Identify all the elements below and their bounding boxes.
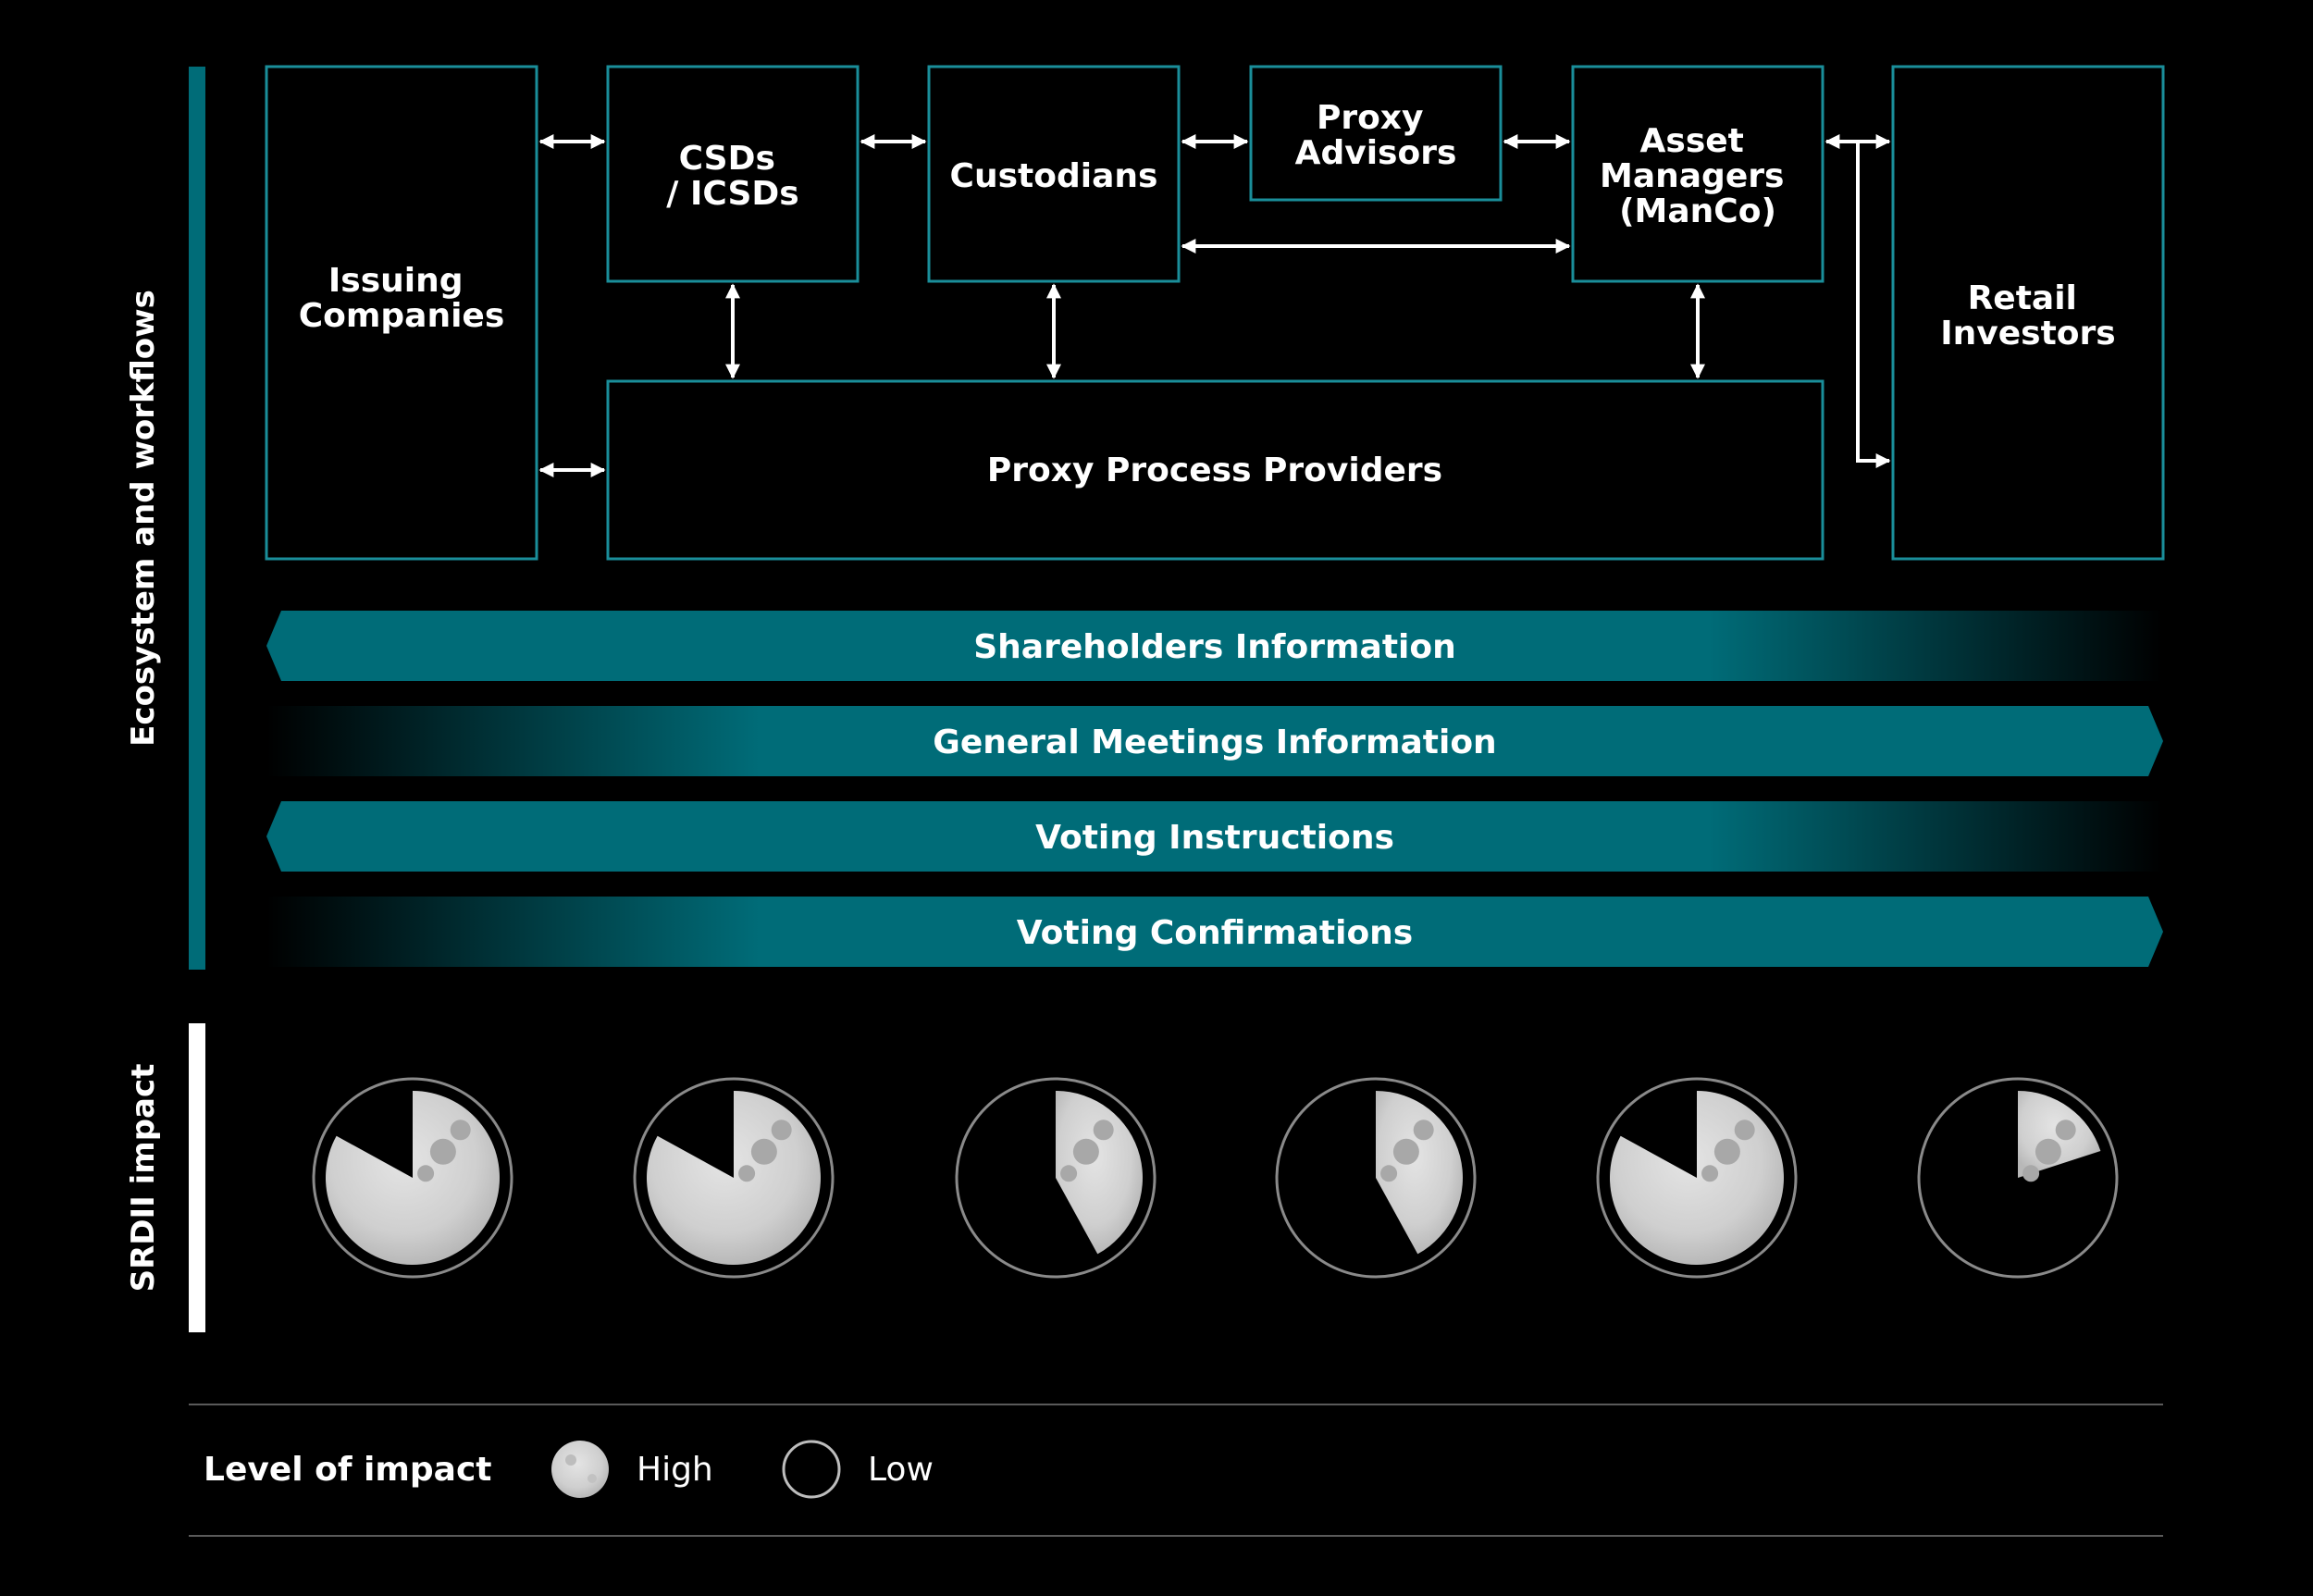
impact-moon-fill-1 [326,1091,500,1265]
flow-band-2 [266,706,2163,776]
svg-text:Custodians: Custodians [950,157,1158,195]
flow-band-label-2: General Meetings Information [933,724,1496,761]
moon-crater-2-1 [750,1138,777,1165]
svg-text:Retail Investors: Retail Investors [1940,279,2115,353]
impact-moon-3 [955,1077,1156,1279]
node-proxy-process-label: Proxy Process Providers [987,452,1442,489]
node-retail-investors: Retail Investors [1891,65,2165,561]
flow-band-1 [266,611,2163,681]
svg-text:Asset Managers (Ma: Asset Managers (ManCo) [1600,122,1796,230]
moon-crater-6-2 [2055,1120,2076,1141]
flow-band-3 [266,801,2163,872]
node-csds: CSDs / ICSDs [606,65,860,283]
flow-band-label-4: Voting Confirmations [1017,914,1413,952]
impact-moon-4 [1275,1077,1477,1279]
moon-crater-5-2 [1734,1120,1755,1141]
impact-section-label: SRDII impact [125,1064,162,1293]
node-proxy-process-providers: Proxy Process Providers [606,379,1824,561]
node-asset-managers-line3: (ManCo) [1619,192,1776,230]
impact-moon-2 [633,1077,835,1279]
node-custodians-label: Custodians [950,157,1158,195]
legend-title: Level of impact [204,1451,492,1489]
moon-crater-5-1 [1713,1138,1740,1165]
impact-moon-5 [1596,1077,1798,1279]
impact-moon-6 [1917,1077,2119,1279]
flow-band-4 [266,897,2163,967]
moon-crater-3-1 [1072,1138,1099,1165]
ecosystem-section-label: Ecosystem and workflows [125,290,162,747]
node-csds-line1: CSDs [679,140,775,178]
arrow-asset-managers-retail-elbow [1856,142,1891,468]
node-asset-managers-line1: Asset [1640,122,1744,160]
node-asset-managers: Asset Managers (ManCo) [1571,65,1824,283]
node-asset-managers-line2: Managers [1600,157,1784,195]
moon-crater-6-3 [2022,1165,2040,1182]
impact-moon-fill-4 [1376,1091,1463,1255]
node-issuing-line2: Companies [299,297,505,335]
impact-moons [312,1077,2119,1279]
node-proxy-advisors-line2: Advisors [1295,134,1457,172]
connectors [538,134,1891,477]
moon-crater-4-2 [1413,1120,1434,1141]
moon-crater-3-3 [1060,1165,1078,1182]
node-proxy-advisors-line1: Proxy [1317,99,1424,137]
moon-crater-2-2 [771,1120,792,1141]
impact-sidebar-bar [189,1023,205,1332]
svg-text:Issuing Companies: Issuing Companies [299,262,505,335]
legend-high-label: High [637,1451,713,1489]
impact-moon-fill-3 [1056,1091,1143,1255]
node-retail-line1: Retail [1968,279,2077,317]
moon-crater-6-1 [2035,1138,2061,1165]
moon-crater-1-2 [450,1120,471,1141]
moon-crater-1-3 [417,1165,435,1182]
flow-band-label-3: Voting Instructions [1035,819,1394,857]
impact-moon-fill-2 [647,1091,821,1265]
moon-crater-4-1 [1392,1138,1419,1165]
legend-low-label: Low [868,1451,934,1489]
moon-full-icon [551,1441,609,1498]
flow-band-label-1: Shareholders Information [973,628,1456,666]
moon-crater-2-3 [738,1165,756,1182]
impact-moon-1 [312,1077,513,1279]
moon-empty-icon [782,1440,841,1499]
moon-crater-1-1 [429,1138,456,1165]
svg-text:CSDs / ICSDs: CSDs / ICSDs [666,140,798,213]
moon-crater-3-2 [1093,1120,1114,1141]
moon-crater-5-3 [1701,1165,1719,1182]
node-retail-line2: Investors [1940,315,2115,353]
node-issuing-companies: Issuing Companies [265,65,538,561]
ecosystem-sidebar-bar [189,67,205,970]
svg-text:Proxy Advisors: Proxy Advisors [1295,99,1457,172]
moon-crater-4-3 [1380,1165,1398,1182]
node-csds-line2: / ICSDs [666,175,798,213]
node-custodians: Custodians [927,65,1181,283]
svg-text:Proxy Process Providers: Proxy Process Providers [987,452,1442,489]
impact-moon-fill-5 [1610,1091,1784,1265]
node-issuing-line1: Issuing [328,262,464,300]
node-proxy-advisors: Proxy Advisors [1249,65,1503,202]
